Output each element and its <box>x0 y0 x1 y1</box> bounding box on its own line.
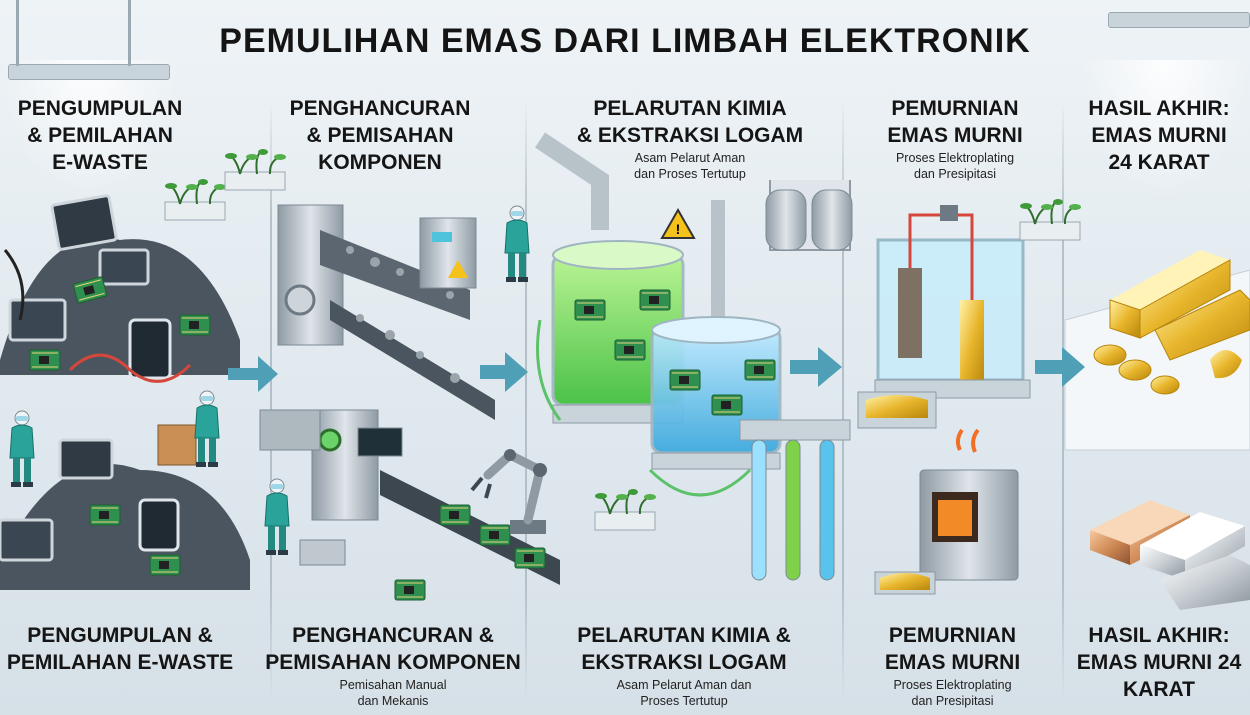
stage-1-heading: PENGUMPULAN & PEMILAHAN E-WASTE <box>0 95 200 176</box>
ceiling-lamp-left <box>8 64 170 80</box>
crusher-machine-icon <box>277 204 495 420</box>
caption-line: EKSTRAKSI LOGAM <box>581 651 787 674</box>
caption-subline: Proses Elektroplating <box>893 678 1012 692</box>
heading-subline: Proses Elektroplating <box>895 151 1015 165</box>
gold-bars-icon <box>1064 250 1250 451</box>
heading-line: E-WASTE <box>52 151 148 174</box>
section-divider <box>270 100 272 700</box>
caption-subline: dan Presipitasi <box>911 694 994 708</box>
svg-text:!: ! <box>676 221 681 237</box>
acid-tank-icon <box>739 180 853 581</box>
caption-subline: dan Mekanis <box>357 694 429 708</box>
heading-subline: Asam Pelarut Aman <box>634 151 746 165</box>
caption-line: EMAS MURNI <box>884 651 1021 674</box>
caption-subline: Proses Tertutup <box>640 694 728 708</box>
heading-line: 24 KARAT <box>1108 151 1210 174</box>
caption-line: PENGUMPULAN & <box>27 624 213 647</box>
worker-icon <box>9 410 35 488</box>
crusher-machine-icon <box>259 409 560 601</box>
caption-line: PEMILAHAN E-WASTE <box>6 651 234 674</box>
stage-3-caption-sub: Asam Pelarut Aman dan Proses Tertutup <box>528 677 840 709</box>
gold-bars-icon <box>857 391 937 429</box>
heading-line: PELARUTAN KIMIA <box>593 97 787 120</box>
stage-2-caption: PENGHANCURAN & PEMISAHAN KOMPONEN <box>262 622 524 676</box>
plant-icon <box>164 178 227 221</box>
stage-2-heading: PENGHANCURAN & PEMISAHAN KOMPONEN <box>270 95 490 176</box>
heading-line: EMAS MURNI <box>887 124 1023 147</box>
heading-line: PEMURNIAN <box>891 97 1019 120</box>
e-waste-pile-icon <box>0 424 250 590</box>
heading-line: KOMPONEN <box>318 151 442 174</box>
stage-1-caption: PENGUMPULAN & PEMILAHAN E-WASTE <box>0 622 240 676</box>
section-divider <box>1062 100 1064 700</box>
heading-line: & PEMILAHAN <box>27 124 173 147</box>
section-divider <box>842 100 844 700</box>
section-divider <box>525 100 527 700</box>
heading-subline: dan Proses Tertutup <box>634 167 746 181</box>
worker-icon <box>194 390 220 468</box>
heading-line: PENGUMPULAN <box>17 97 183 120</box>
stage-5-heading: HASIL AKHIR: EMAS MURNI 24 KARAT <box>1068 95 1250 176</box>
e-waste-pile-icon <box>0 194 240 383</box>
worker-icon <box>504 205 530 283</box>
caption-line: EMAS MURNI 24 <box>1076 651 1242 674</box>
caption-subline: Asam Pelarut Aman dan <box>616 678 752 692</box>
heading-line: & PEMISAHAN <box>306 124 454 147</box>
caption-line: PENGHANCURAN & <box>292 624 494 647</box>
lamp-glow-right <box>1080 60 1250 200</box>
caption-line: PELARUTAN KIMIA & <box>577 624 791 647</box>
caption-line: PEMURNIAN <box>888 624 1017 647</box>
stage-4-caption: PEMURNIAN EMAS MURNI <box>845 622 1060 676</box>
electroplating-tank-icon <box>874 205 1031 399</box>
stage-4-heading-sub: Proses Elektroplating dan Presipitasi <box>850 150 1060 182</box>
heading-line: EMAS MURNI <box>1091 124 1227 147</box>
flow-arrow-icon <box>228 356 278 392</box>
caption-subline: Pemisahan Manual <box>339 678 447 692</box>
page-title: PEMULIHAN EMAS DARI LIMBAH ELEKTRONIK <box>219 22 1031 60</box>
flow-arrow-icon <box>790 347 842 387</box>
heading-line: HASIL AKHIR: <box>1088 97 1230 120</box>
stage-3-heading: PELARUTAN KIMIA & EKSTRAKSI LOGAM <box>545 95 835 149</box>
worker-icon <box>264 478 290 556</box>
flow-arrow-icon <box>1035 347 1085 387</box>
stage-5-caption: HASIL AKHIR: EMAS MURNI 24 KARAT <box>1068 622 1250 703</box>
lamp-glow-left <box>0 60 180 200</box>
flow-arrow-icon <box>480 352 528 392</box>
robot-arm-icon <box>470 449 547 534</box>
stage-4-heading: PEMURNIAN EMAS MURNI <box>850 95 1060 149</box>
warning-sign-icon: ! <box>660 207 696 239</box>
stage-2-caption-sub: Pemisahan Manual dan Mekanis <box>262 677 524 709</box>
caption-line: HASIL AKHIR: <box>1088 624 1230 647</box>
stage-3-heading-sub: Asam Pelarut Aman dan Proses Tertutup <box>545 150 835 182</box>
stage-3-caption: PELARUTAN KIMIA & EKSTRAKSI LOGAM <box>528 622 840 676</box>
plant-icon <box>1019 198 1082 241</box>
gold-bars-icon <box>1090 500 1250 610</box>
heading-line: PENGHANCURAN <box>289 97 471 120</box>
plant-icon <box>594 488 657 531</box>
stage-4-caption-sub: Proses Elektroplating dan Presipitasi <box>845 677 1060 709</box>
furnace-icon <box>874 428 1019 595</box>
caption-line: KARAT <box>1123 678 1195 701</box>
heading-subline: dan Presipitasi <box>914 167 996 181</box>
caption-line: PEMISAHAN KOMPONEN <box>265 651 521 674</box>
lamp-cable <box>128 0 131 66</box>
heading-line: & EKSTRAKSI LOGAM <box>576 124 804 147</box>
lamp-cable <box>16 0 19 66</box>
